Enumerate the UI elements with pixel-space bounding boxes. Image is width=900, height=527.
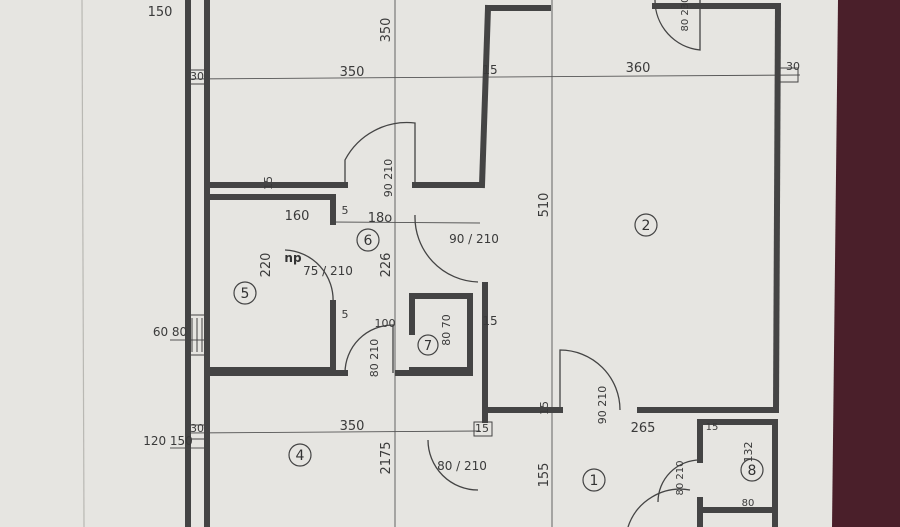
dim-350-bottom: 350 <box>340 419 365 434</box>
paper-sheet <box>0 0 838 527</box>
dim-120-150: 120 150 <box>143 434 193 448</box>
label-np: np <box>284 251 302 265</box>
dim-15-hall: 15 <box>262 176 275 190</box>
dim-15-lower: 15 <box>475 422 489 435</box>
room-number-1: 1 <box>590 473 599 489</box>
window-marks <box>185 67 799 440</box>
room-number-4: 4 <box>296 448 305 464</box>
dim-15-lower2: 15 <box>538 401 551 415</box>
dim-80-small: 80 <box>742 498 755 509</box>
dim-60-80: 60 80 <box>153 325 187 339</box>
dim-15-mid: 15 <box>482 63 497 77</box>
room-number-2: 2 <box>642 218 651 234</box>
dim-155: 155 <box>537 463 552 488</box>
room-number-7: 7 <box>424 339 432 354</box>
door-80-210-bath: 80 210 <box>368 339 381 378</box>
dimension-lines <box>170 0 801 527</box>
dim-360: 360 <box>626 61 651 76</box>
dim-18o: 18o <box>368 211 393 226</box>
dim-220: 220 <box>259 253 274 278</box>
dim-5-a: 5 <box>342 204 349 217</box>
door-90-210-top: 90 210 <box>382 159 395 198</box>
room-number-8: 8 <box>748 463 757 479</box>
door-80-210-wc: 80 210 <box>675 461 686 496</box>
dim-265: 265 <box>631 421 656 436</box>
door-swings <box>284 0 701 527</box>
door-80-230-top: 80 230 <box>680 0 691 32</box>
dim-30-right: 30 <box>786 60 800 73</box>
room-number-5: 5 <box>241 286 250 302</box>
dim-132: 132 <box>742 442 755 463</box>
dim-510: 510 <box>537 193 552 218</box>
dim-160: 160 <box>285 209 310 224</box>
room-circles <box>233 213 764 492</box>
dim-226: 226 <box>379 253 394 278</box>
room-number-6: 6 <box>364 233 373 249</box>
dim-30-left: 30 <box>190 70 204 83</box>
dim-100: 100 <box>375 317 396 330</box>
dim-150-top: 150 <box>148 5 173 20</box>
door-80-210-low: 80 / 210 <box>437 459 487 473</box>
paper-fold-line <box>81 0 85 527</box>
door-80-70: 80 70 <box>440 314 453 346</box>
dim-15-bath: 15 <box>482 314 497 328</box>
dim-5-b: 5 <box>342 308 349 321</box>
dim-2175: 2175 <box>379 441 394 474</box>
dim-350-mid: 350 <box>340 65 365 80</box>
door-90-210-bottom: 90 210 <box>596 386 609 425</box>
dim-30-bottom: 30 <box>190 422 204 435</box>
dim-15-wc: 15 <box>706 422 719 433</box>
door-90-210-hall: 90 / 210 <box>449 232 499 246</box>
door-75-210: 75 / 210 <box>303 264 353 278</box>
dim-350-top: 350 <box>379 18 394 43</box>
